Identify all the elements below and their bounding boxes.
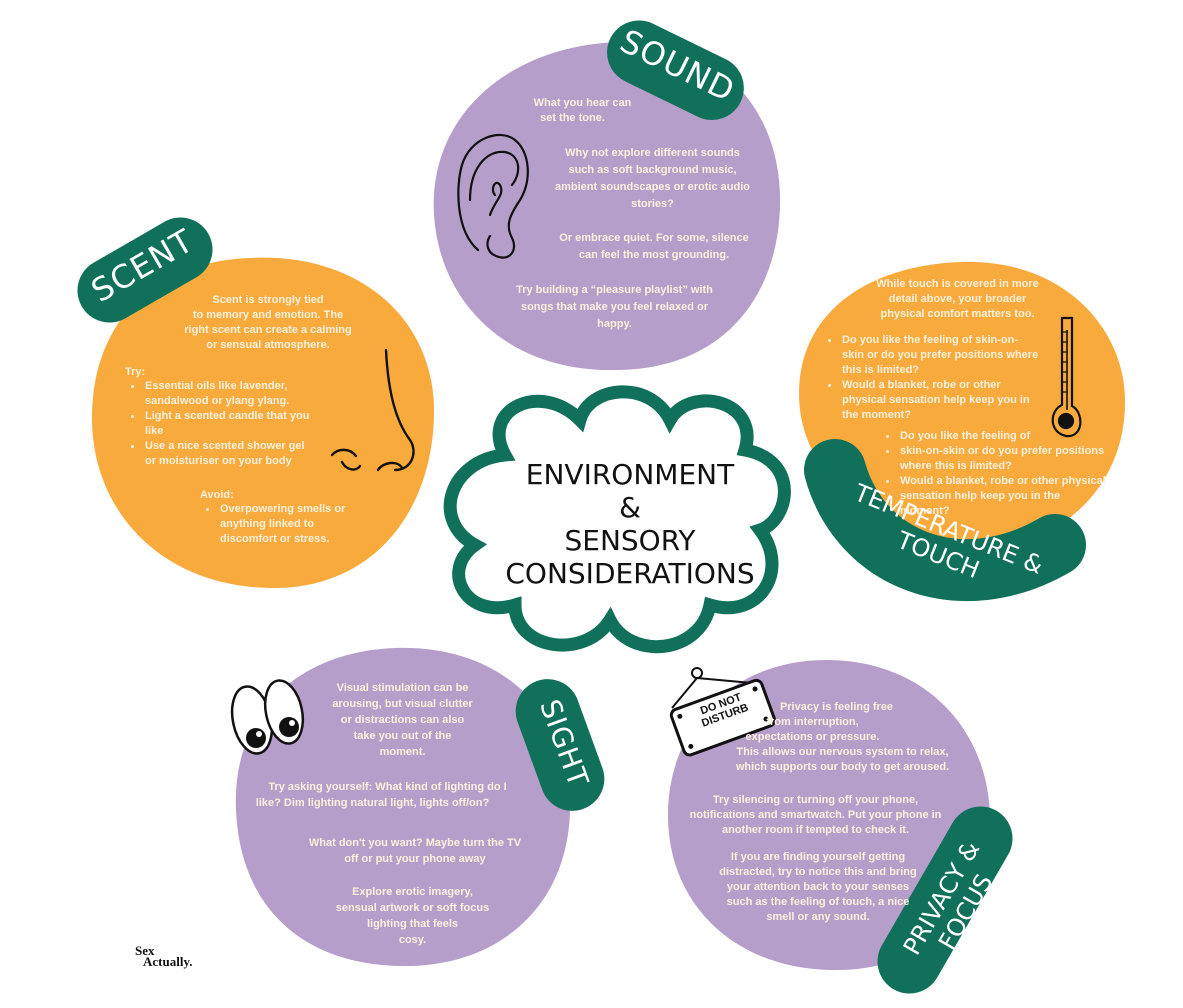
scent-blob (92, 257, 435, 589)
privacy-intro-line: expectations or pressure. (745, 731, 880, 743)
sound-intro: What you hear can set the tone. (510, 96, 655, 126)
ear-icon (457, 134, 529, 259)
sight-imagery-line: Explore erotic imagery, (352, 886, 473, 898)
center-title-line-4: CONSIDERATIONS (505, 557, 755, 590)
scent-avoid-list: Overpowering smells or anything linked t… (200, 502, 368, 547)
privacy-distracted-line: distracted, try to notice this and bring (719, 866, 917, 878)
sound-playlist-line: happy. (597, 318, 632, 330)
temperature-intro-line: While touch is covered in more (876, 278, 1039, 290)
temperature-list-2: Do you like the feeling of skin-on-skin … (880, 429, 1110, 519)
center-title: ENVIRONMENT & SENSORY CONSIDERATIONS (490, 458, 770, 590)
sound-blob (433, 41, 781, 371)
temperature-label-band (804, 439, 1086, 601)
nose-icon (330, 348, 415, 472)
brand-logo: Sex Actually. (135, 943, 193, 969)
scent-intro-line: to memory and emotion. The (192, 309, 344, 321)
sound-playlist: Try building a “pleasure playlist” with … (492, 282, 737, 333)
privacy-distracted-line: such as the feeling of touch, a nice (726, 896, 910, 908)
scent-try-item: Use a nice scented shower gel or moistur… (143, 439, 318, 469)
sound-quiet-line: can feel the most grounding. (578, 249, 730, 261)
sound-explore-line: such as soft background music, (568, 164, 737, 176)
scent-intro: Scent is strongly tied to memory and emo… (178, 293, 358, 353)
center-title-line-3: SENSORY (564, 524, 696, 557)
temperature-item: Do you like the feeling of skin-on-skin … (840, 333, 1040, 378)
sight-dont-want-line: off or put your phone away (344, 853, 486, 865)
sound-explore-line: ambient soundscapes or erotic audio (555, 181, 750, 193)
privacy-intro-line: Privacy is feeling free (779, 701, 894, 713)
sound-intro-line: What you hear can (533, 97, 632, 109)
scent-intro-line: right scent can create a calming (184, 324, 352, 336)
sight-intro-line: moment. (379, 746, 426, 758)
sight-ask: Try asking yourself: What kind of lighti… (250, 779, 525, 811)
sound-playlist-line: songs that make you feel relaxed or (520, 301, 709, 313)
temperature-intro: While touch is covered in more detail ab… (865, 277, 1050, 322)
sight-intro-line: arousing, but visual clutter (332, 698, 473, 710)
center-cloud (443, 385, 791, 654)
thermometer-icon (1051, 316, 1082, 438)
privacy-label-pill (877, 806, 1013, 994)
sight-dont-want-line: What don't you want? Maybe turn the TV (308, 837, 522, 849)
temperature-item: skin-on-skin or do you prefer positions … (898, 444, 1110, 474)
sight-intro-line: take you out of the (353, 730, 452, 742)
sight-intro-line: or distractions can also (340, 714, 465, 726)
temperature-intro-line: detail above, your broader (888, 293, 1027, 305)
privacy-silence-line: notifications and smartwatch. Put your p… (689, 809, 942, 821)
privacy-distracted-line: If you are finding yourself getting (730, 851, 906, 863)
sight-label-pill (515, 679, 605, 811)
scent-try-label: Try: (125, 366, 146, 378)
privacy-blob (668, 659, 991, 971)
privacy-distracted: If you are finding yourself getting dist… (718, 850, 918, 925)
scent-label-pill (77, 217, 213, 323)
sound-quiet-line: Or embrace quiet. For some, silence (559, 232, 749, 244)
sound-quiet: Or embrace quiet. For some, silence can … (540, 230, 768, 264)
privacy-intro: Privacy is feeling free from interruptio… (730, 700, 955, 775)
temperature-item: Do you like the feeling of (898, 429, 1110, 444)
privacy-intro-line: from interruption, (766, 716, 859, 728)
sound-explore-line: stories? (631, 198, 674, 210)
scent-intro-line: Scent is strongly tied (212, 294, 324, 306)
privacy-distracted-line: smell or any sound. (766, 911, 870, 923)
sight-blob (235, 647, 571, 967)
sight-intro: Visual stimulation can be arousing, but … (320, 680, 485, 760)
sight-imagery: Explore erotic imagery, sensual artwork … (320, 884, 505, 948)
scent-try-list: Essential oils like lavender, sandalwood… (125, 379, 318, 469)
scent-try-item: Essential oils like lavender, sandalwood… (143, 379, 318, 409)
sound-intro-line: set the tone. (540, 112, 605, 124)
temperature-intro-line: physical comfort matters too. (880, 308, 1035, 320)
privacy-silence-line: another room if tempted to check it. (721, 824, 910, 836)
scent-try-item: Light a scented candle that you like (143, 409, 318, 439)
privacy-silence-line: Try silencing or turning off your phone, (712, 794, 919, 806)
sight-imagery-line: sensual artwork or soft focus (335, 902, 490, 914)
temperature-item: Would a blanket, robe or other physical … (898, 474, 1110, 519)
center-title-line-1: ENVIRONMENT (525, 458, 735, 491)
privacy-intro-line: which supports our body to get aroused. (735, 761, 950, 773)
sound-explore: Why not explore different sounds such as… (540, 145, 765, 213)
sight-dont-want: What don't you want? Maybe turn the TV o… (290, 835, 540, 867)
sight-imagery-line: cosy. (398, 934, 427, 946)
sound-explore-line: Why not explore different sounds (565, 147, 740, 159)
do-not-disturb-sign-icon (669, 667, 777, 757)
brand-line-1: Sex (135, 943, 155, 958)
temperature-blob (799, 261, 1126, 549)
privacy-silence: Try silencing or turning off your phone,… (678, 793, 953, 838)
sound-playlist-line: Try building a “pleasure playlist” with (516, 284, 713, 296)
scent-intro-line: or sensual atmosphere. (206, 339, 330, 351)
temperature-list-1: Do you like the feeling of skin-on-skin … (822, 333, 1040, 423)
temperature-item: Would a blanket, robe or other physical … (840, 378, 1040, 423)
sight-imagery-line: lighting that feels (366, 918, 459, 930)
privacy-distracted-line: your attention back to your senses (726, 881, 910, 893)
sound-label-pill (607, 20, 744, 120)
sight-ask-line: Try asking yourself: What kind of lighti… (268, 781, 507, 793)
privacy-intro-line: This allows our nervous system to relax, (736, 746, 949, 758)
brand-line-2: Actually. (143, 954, 193, 969)
scent-avoid-label: Avoid: (200, 489, 234, 501)
sight-ask-line: like? Dim lighting natural light, lights… (255, 797, 490, 809)
eyes-icon (230, 679, 305, 755)
sight-intro-line: Visual stimulation can be (336, 682, 469, 694)
center-title-line-2: & (619, 491, 641, 524)
scent-avoid-item: Overpowering smells or anything linked t… (218, 502, 368, 547)
